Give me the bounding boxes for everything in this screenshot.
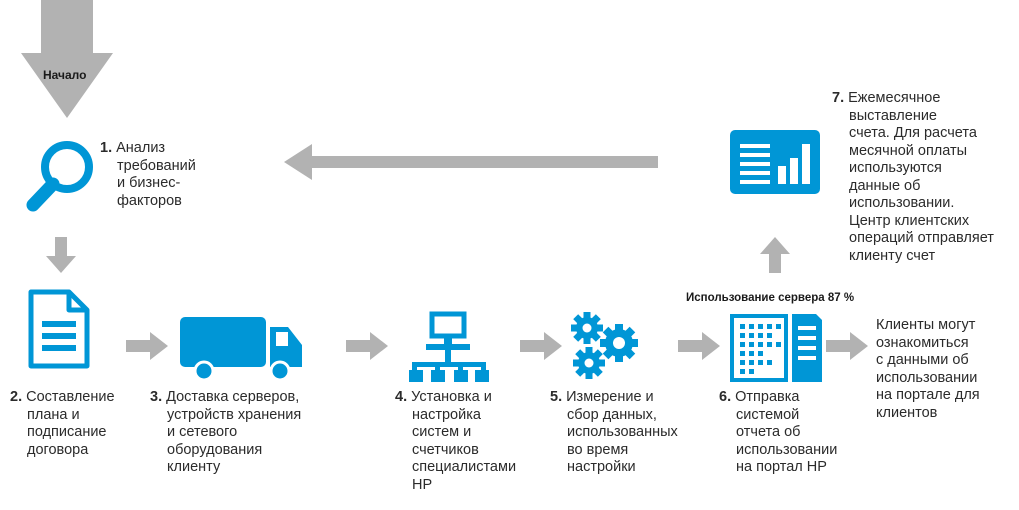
magnifier-icon [26,141,93,212]
arrow-right-6-portal [826,332,868,360]
arrow-down-1-2 [46,237,76,273]
portal-note-text: Клиенты могут ознакомиться с данными об … [876,317,980,421]
step-2-number: 2. [10,389,23,405]
arrow-right-4-5 [520,332,562,360]
step-5-number: 5. [550,389,563,405]
document-icon [28,289,90,369]
arrow-right-3-4 [346,332,388,360]
step-6-number: 6. [719,389,732,405]
step-3-text: 3. Доставка серверов, устройств хранения… [150,389,302,475]
start-label: Начало [43,68,87,82]
arrow-right-2-3 [126,332,168,360]
step-7-number: 7. [832,90,845,106]
step-1-text: 1. Анализ требований и бизнес- факторов [100,140,196,209]
invoice-chart-icon [730,130,820,194]
step-4-number: 4. [395,389,408,405]
start-arrow [21,0,113,118]
step-4-text: 4. Установка и настройка систем и счетчи… [395,389,517,493]
step-1-number: 1. [100,140,113,156]
server-usage-label: Использование сервера 87 % [686,292,855,304]
arrow-up-6-7 [760,237,790,273]
step-6-text: 6. Отправка системой отчета об использов… [719,389,838,475]
step-3-number: 3. [150,389,163,405]
gears-icon [571,312,638,379]
step-5-text: 5. Измерение и сбор данных, использованн… [550,389,678,475]
return-arrow [284,144,658,180]
truck-icon [180,317,302,382]
arrow-right-5-6 [678,332,720,360]
step-2-text: 2. Составление плана и подписание догово… [10,389,115,458]
meter-report-icon [730,314,822,382]
network-icon [409,311,489,382]
step-7-text: 7. Ежемесячное выставление счета. Для ра… [832,90,994,264]
